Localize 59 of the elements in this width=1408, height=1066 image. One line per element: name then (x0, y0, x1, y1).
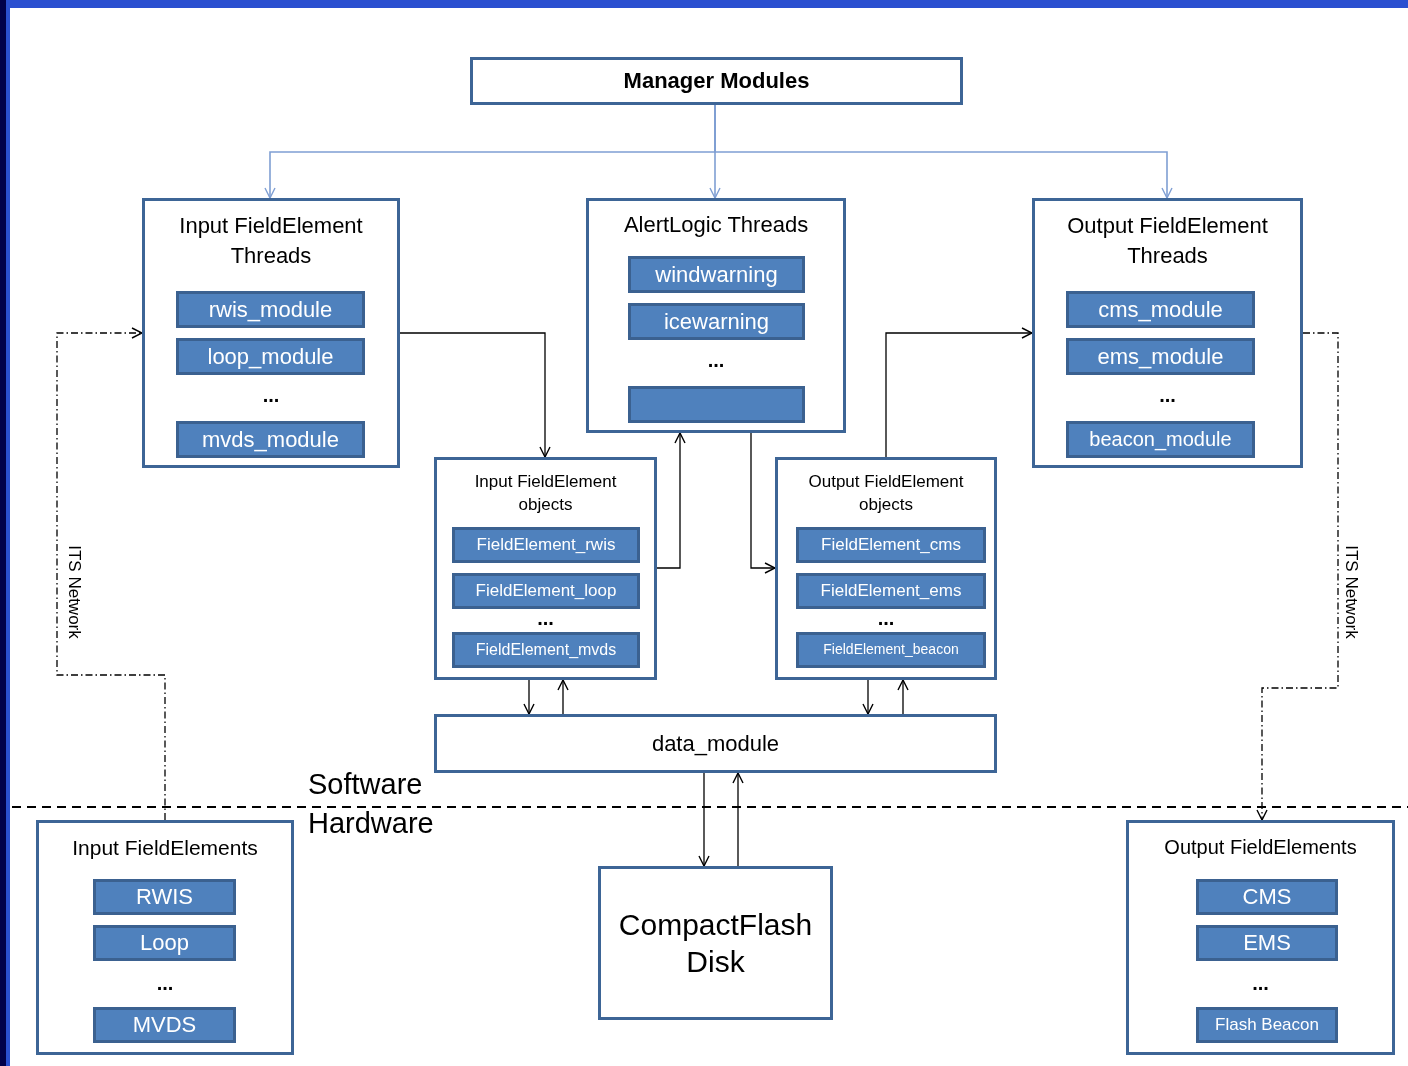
arrow (897, 679, 909, 715)
arrow (885, 327, 1033, 458)
arrow (656, 432, 686, 569)
group-box (775, 457, 997, 680)
ellipsis-text: ... (1158, 385, 1177, 405)
group-box (586, 198, 846, 433)
group-title: AlertLogic Threads (623, 210, 809, 239)
arrow (698, 772, 710, 867)
module-box: mvds_module (176, 421, 365, 458)
arrow (862, 679, 874, 715)
module-box: FieldElement_beacon (796, 632, 986, 668)
dash-dot-arrow (56, 327, 166, 821)
group-box (434, 457, 657, 680)
module-box: FieldElement_cms (796, 527, 986, 563)
group-title: Input FieldElements (72, 834, 258, 861)
dash-dot-arrow (1256, 332, 1339, 821)
ellipsis-text: ... (706, 350, 726, 370)
section-label: Software (308, 770, 423, 799)
module-box: ems_module (1066, 338, 1255, 375)
module-box: RWIS (93, 879, 236, 915)
group-title: Output FieldElements (1164, 835, 1357, 861)
group-title: Output FieldElement Threads (1066, 211, 1269, 270)
empty-bar (628, 386, 805, 423)
group-box (1032, 198, 1303, 468)
module-box: cms_module (1066, 291, 1255, 328)
module-box: FieldElement_ems (796, 573, 986, 609)
module-box: FieldElement_rwis (452, 527, 640, 563)
ellipsis-text: ... (536, 608, 555, 628)
module-box: beacon_module (1066, 421, 1255, 458)
group-title: Input FieldElement Threads (178, 211, 364, 270)
module-box: Loop (93, 925, 236, 961)
module-box: FieldElement_mvds (452, 632, 640, 668)
module-box: windwarning (628, 256, 805, 293)
group-title: Output FieldElement objects (807, 470, 965, 516)
ellipsis-text: ... (876, 608, 896, 628)
group-box (142, 198, 400, 468)
arrow (732, 772, 744, 867)
arrow (750, 432, 776, 574)
module-box: Flash Beacon (1196, 1007, 1338, 1043)
ellipsis-text: ... (1251, 973, 1270, 993)
arrow (399, 332, 551, 458)
process-box: Manager Modules (470, 57, 963, 105)
module-box: icewarning (628, 303, 805, 340)
group-box (1126, 820, 1395, 1055)
module-box: EMS (1196, 925, 1338, 961)
module-box: FieldElement_loop (452, 573, 640, 609)
module-box: loop_module (176, 338, 365, 375)
group-title: Input FieldElement objects (473, 470, 618, 516)
module-box: CMS (1196, 879, 1338, 915)
section-label: Hardware (308, 809, 434, 838)
ellipsis-text: ... (155, 973, 175, 993)
ellipsis-text: ... (261, 385, 281, 405)
arrow (523, 679, 535, 715)
group-box (36, 820, 294, 1055)
module-box: MVDS (93, 1007, 236, 1043)
arrow (557, 679, 569, 715)
process-box: CompactFlash Disk (598, 866, 833, 1020)
module-box: rwis_module (176, 291, 365, 328)
process-box: data_module (434, 714, 997, 773)
